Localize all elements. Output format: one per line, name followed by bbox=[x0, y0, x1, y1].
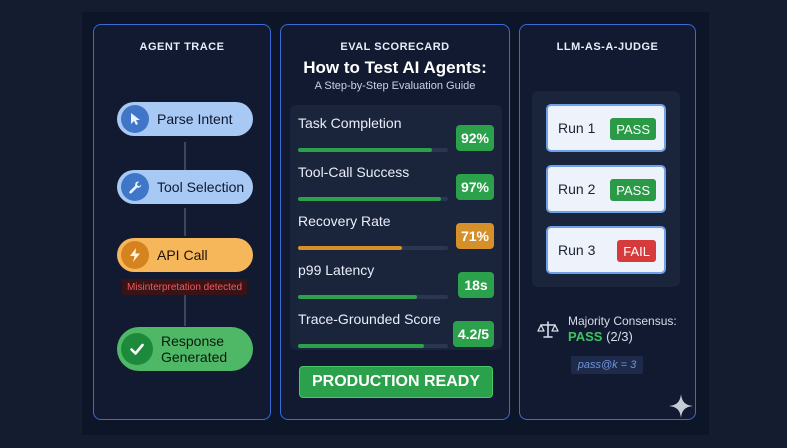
metric-recovery-rate: Recovery Rate 71% bbox=[298, 213, 494, 253]
metric-value-badge: 92% bbox=[455, 125, 494, 151]
metric-value-badge: 97% bbox=[455, 174, 494, 200]
metric-progress-fill bbox=[298, 197, 441, 201]
run-card-1[interactable]: Run 1 PASS bbox=[546, 104, 666, 152]
metrics-list: Task Completion 92% Tool-Call Success 97… bbox=[290, 105, 502, 350]
metric-value-badge: 71% bbox=[455, 223, 494, 249]
cursor-icon bbox=[121, 105, 149, 133]
metric-label: Tool-Call Success bbox=[298, 164, 410, 180]
scales-icon bbox=[536, 320, 560, 345]
trace-connector bbox=[184, 142, 186, 170]
consensus-result: PASS bbox=[568, 329, 603, 344]
metric-trace-grounded-score: Trace-Grounded Score 4.2/5 bbox=[298, 311, 494, 351]
metric-p99-latency: p99 Latency 18s bbox=[298, 262, 494, 302]
trace-step-api-call[interactable]: API Call bbox=[117, 238, 253, 272]
metric-progress-fill bbox=[298, 148, 432, 152]
consensus-ratio: (2/3) bbox=[606, 329, 633, 344]
eval-scorecard-panel: EVAL SCORECARD How to Test AI Agents: A … bbox=[280, 24, 510, 420]
runs-list: Run 1 PASS Run 2 PASS Run 3 FAIL bbox=[532, 91, 680, 287]
metric-label: Task Completion bbox=[298, 115, 402, 131]
eval-scorecard-title: EVAL SCORECARD bbox=[340, 41, 450, 53]
wrench-icon bbox=[121, 173, 149, 201]
run-result-badge: PASS bbox=[610, 118, 656, 140]
run-label: Run 3 bbox=[558, 242, 596, 258]
sub-heading: A Step-by-Step Evaluation Guide bbox=[314, 80, 476, 92]
metric-progress-track bbox=[298, 197, 448, 201]
trace-step-label-line1: Response bbox=[161, 333, 225, 349]
sparkle-icon bbox=[669, 394, 693, 423]
trace-step-tool-selection[interactable]: Tool Selection bbox=[117, 170, 253, 204]
metric-tool-call-success: Tool-Call Success 97% bbox=[298, 164, 494, 204]
metric-progress-track bbox=[298, 295, 448, 299]
main-heading: How to Test AI Agents: bbox=[303, 58, 487, 77]
metric-value-badge: 18s bbox=[458, 272, 494, 298]
consensus-result-line: PASS (2/3) bbox=[568, 329, 633, 344]
run-card-3[interactable]: Run 3 FAIL bbox=[546, 226, 666, 274]
metric-progress-fill bbox=[298, 344, 424, 348]
trace-step-label: Response Generated bbox=[161, 333, 227, 365]
metric-value-badge: 4.2/5 bbox=[452, 321, 494, 347]
pass-at-k-tag: pass@k = 3 bbox=[571, 356, 643, 374]
trace-step-parse-intent[interactable]: Parse Intent bbox=[117, 102, 253, 136]
misinterpretation-warning: Misinterpretation detected bbox=[122, 279, 247, 295]
metric-progress-track bbox=[298, 246, 448, 250]
metric-progress-track bbox=[298, 344, 448, 348]
run-label: Run 1 bbox=[558, 120, 596, 136]
run-result-badge: FAIL bbox=[617, 240, 656, 262]
llm-judge-panel: LLM-AS-A-JUDGE Run 1 PASS Run 2 PASS Run… bbox=[519, 24, 696, 420]
trace-connector bbox=[184, 208, 186, 236]
majority-consensus: Majority Consensus: PASS (2/3) bbox=[536, 314, 686, 350]
metric-label: Recovery Rate bbox=[298, 213, 391, 229]
agent-trace-panel: AGENT TRACE Parse Intent Tool Selection … bbox=[93, 24, 271, 420]
trace-step-label: Parse Intent bbox=[157, 111, 233, 127]
metric-progress-track bbox=[298, 148, 448, 152]
run-result-badge: PASS bbox=[610, 179, 656, 201]
metric-progress-fill bbox=[298, 246, 402, 250]
production-ready-button[interactable]: PRODUCTION READY bbox=[299, 366, 493, 398]
checkmark-icon bbox=[121, 333, 153, 365]
lightning-icon bbox=[121, 241, 149, 269]
trace-step-label-line2: Generated bbox=[161, 349, 228, 365]
agent-trace-title: AGENT TRACE bbox=[139, 41, 225, 53]
consensus-label: Majority Consensus: bbox=[568, 314, 677, 328]
metric-label: Trace-Grounded Score bbox=[298, 311, 441, 327]
metric-label: p99 Latency bbox=[298, 262, 375, 278]
run-card-2[interactable]: Run 2 PASS bbox=[546, 165, 666, 213]
llm-judge-title: LLM-AS-A-JUDGE bbox=[556, 41, 659, 53]
run-label: Run 2 bbox=[558, 181, 596, 197]
metric-progress-fill bbox=[298, 295, 417, 299]
trace-step-label: API Call bbox=[157, 247, 208, 263]
trace-step-response-generated[interactable]: Response Generated bbox=[117, 327, 253, 371]
metric-task-completion: Task Completion 92% bbox=[298, 115, 494, 155]
trace-step-label: Tool Selection bbox=[157, 179, 245, 195]
trace-connector bbox=[184, 295, 186, 326]
